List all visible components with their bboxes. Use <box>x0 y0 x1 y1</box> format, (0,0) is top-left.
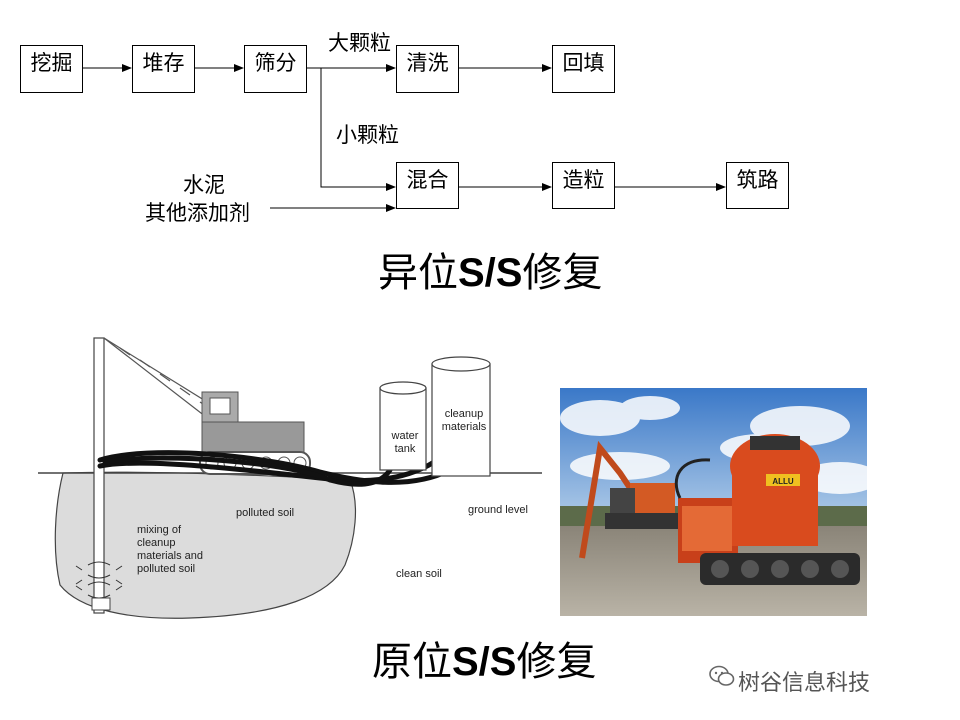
label-water-tank: water tank <box>391 430 419 455</box>
box-granulate: 造粒 <box>552 162 615 209</box>
excavator-window <box>209 397 231 415</box>
box-road: 筑路 <box>726 162 789 209</box>
label-clean-soil: clean soil <box>396 568 442 580</box>
title-ex-situ: 异位S/S修复 <box>378 253 602 293</box>
label-additives: 其他添加剂 <box>145 201 250 225</box>
equipment-photo: ALLU <box>560 388 867 616</box>
title-ex-situ-prefix: 异位 <box>378 250 458 296</box>
auger <box>75 561 123 599</box>
flow-connectors <box>83 64 726 212</box>
label-cleanup-materials: cleanup materials <box>441 408 487 433</box>
label-small-particles: 小颗粒 <box>336 123 399 147</box>
label-cement: 水泥 <box>183 173 225 197</box>
auger-head <box>91 597 111 611</box>
equipment-photo-art: ALLU <box>560 388 867 616</box>
arrow-screen-mix <box>320 68 396 191</box>
title-ex-situ-suffix: 修复 <box>522 250 603 296</box>
title-in-situ-suffix: 修复 <box>516 639 597 685</box>
box-stack: 堆存 <box>132 45 195 93</box>
excavator-body <box>201 421 305 453</box>
photo-stabilizer <box>674 434 860 585</box>
title-in-situ: 原位S/S修复 <box>372 642 596 682</box>
cleanup-tank-shape <box>431 356 491 477</box>
box-wash: 清洗 <box>396 45 459 93</box>
photo-excavator <box>579 440 680 559</box>
supply-hoses <box>97 450 453 487</box>
photo-logo: ALLU <box>772 477 794 486</box>
title-in-situ-ss: S/S <box>452 640 517 684</box>
title-ex-situ-ss: S/S <box>458 251 523 295</box>
box-backfill: 回填 <box>552 45 615 93</box>
polluted-soil-area <box>54 471 357 619</box>
label-mixing: mixing of cleanup materials and polluted… <box>137 524 204 575</box>
in-situ-schematic <box>38 337 542 619</box>
title-in-situ-prefix: 原位 <box>372 639 452 685</box>
label-ground-level: ground level <box>468 504 528 516</box>
water-tank-shape <box>379 381 427 471</box>
box-mix: 混合 <box>396 162 459 209</box>
drill-mast <box>93 337 105 614</box>
box-dig: 挖掘 <box>20 45 83 93</box>
label-large-particles: 大颗粒 <box>328 31 391 55</box>
label-polluted-soil: polluted soil <box>236 507 295 519</box>
watermark-text: 树谷信息科技 <box>738 671 871 696</box>
box-screen: 筛分 <box>244 45 307 93</box>
wechat-icon <box>709 665 735 686</box>
